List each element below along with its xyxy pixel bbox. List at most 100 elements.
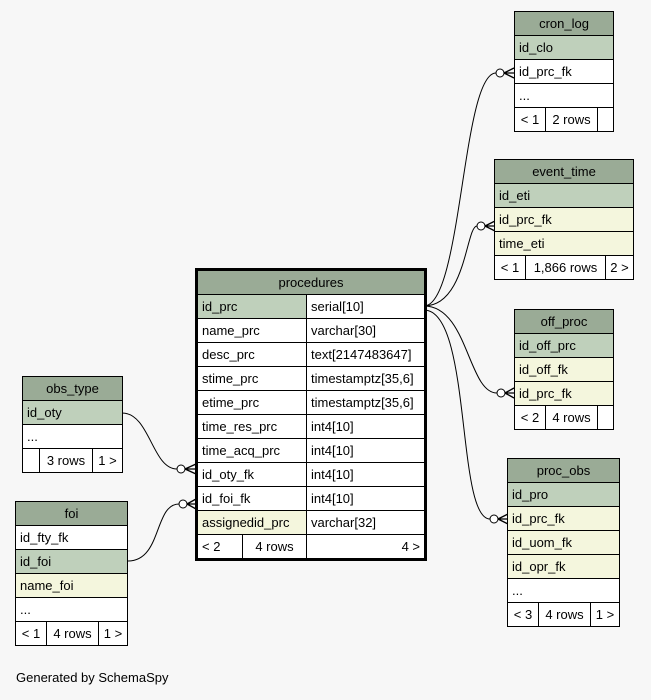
link-obs-type-procedures [121, 412, 178, 470]
column-row: id_pro [508, 483, 619, 507]
children-link[interactable] [597, 406, 613, 429]
link-procedures-off-proc [423, 305, 498, 394]
row-count: 1,866 rows [525, 256, 605, 279]
column-row: id_oty [23, 401, 122, 425]
row-count: 2 rows [545, 108, 597, 131]
column-row: ... [508, 579, 619, 603]
column-row: id_opr_fk [508, 555, 619, 579]
column-name: time_res_prc [202, 419, 278, 434]
column-name: desc_prc [202, 347, 255, 362]
children-link[interactable]: 4 > [306, 535, 424, 558]
crowfoot-off-proc [496, 388, 506, 398]
column-row: id_off_prc [515, 334, 613, 358]
column-row: ... [515, 84, 613, 108]
column-row: id_oty_fk int4[10] [198, 463, 424, 487]
parents-link[interactable]: < 1 [500, 260, 520, 275]
column-name: name_prc [202, 323, 260, 338]
link-procedures-proc-obs [423, 309, 491, 520]
column-row: ... [16, 598, 127, 622]
column-name: time_eti [499, 236, 545, 251]
column-name: ... [512, 583, 523, 598]
column-name: id_prc_fk [512, 511, 565, 526]
column-name: id_uom_fk [512, 535, 572, 550]
table-event-time[interactable]: event_time id_eti id_prc_fk time_eti < 1… [494, 159, 634, 280]
column-type: text[2147483647] [306, 343, 424, 366]
children-link[interactable]: 1 > [590, 603, 619, 626]
column-name: id_opr_fk [512, 559, 566, 574]
table-event-time-title: event_time [495, 160, 633, 184]
column-name: ... [519, 88, 530, 103]
table-obs-type-title: obs_type [23, 377, 122, 401]
column-row: id_off_fk [515, 358, 613, 382]
column-row: id_prc serial[10] [198, 295, 424, 319]
children-link[interactable] [597, 108, 613, 131]
column-row: id_fty_fk [16, 526, 127, 550]
children-link[interactable]: 1 > [92, 449, 122, 472]
parents-link[interactable] [23, 449, 39, 472]
parents-link[interactable]: < 1 [520, 112, 540, 127]
children-link[interactable]: 1 > [98, 622, 127, 645]
column-name: id_off_fk [519, 362, 568, 377]
crowfoot-proc-obs [489, 514, 499, 524]
column-name: id_prc_fk [519, 64, 572, 79]
column-row: time_eti [495, 232, 633, 256]
table-footer: < 1 1,866 rows 2 > [495, 256, 633, 279]
column-name: id_prc_fk [519, 386, 572, 401]
column-name: id_eti [499, 188, 531, 203]
column-name: id_oty_fk [202, 467, 255, 482]
column-type: varchar[30] [306, 319, 424, 342]
crowfoot-procedures-foi [178, 499, 188, 509]
children-link[interactable]: 2 > [605, 256, 633, 279]
table-footer: 3 rows 1 > [23, 449, 122, 472]
link-procedures-cron-log [423, 72, 497, 307]
column-row: id_prc_fk [515, 382, 613, 406]
table-foi-title: foi [16, 502, 127, 526]
table-footer: < 1 4 rows 1 > [16, 622, 127, 645]
table-footer: < 2 4 rows [515, 406, 613, 429]
column-type: serial[10] [306, 295, 424, 318]
table-footer: < 2 4 rows 4 > [198, 535, 424, 558]
table-foi[interactable]: foi id_fty_fk id_foi name_foi ... < 1 4 … [15, 501, 128, 646]
column-row: id_clo [515, 36, 613, 60]
column-row: name_prc varchar[30] [198, 319, 424, 343]
column-row: desc_prc text[2147483647] [198, 343, 424, 367]
column-name: id_pro [512, 487, 549, 502]
column-row: id_uom_fk [508, 531, 619, 555]
column-row: etime_prc timestamptz[35,6] [198, 391, 424, 415]
table-obs-type[interactable]: obs_type id_oty ... 3 rows 1 > [22, 376, 123, 473]
row-count: 4 rows [46, 622, 98, 645]
column-name: id_fty_fk [20, 530, 69, 545]
column-row: ... [23, 425, 122, 449]
column-row: id_foi_fk int4[10] [198, 487, 424, 511]
column-name: assignedid_prc [198, 511, 306, 534]
column-row: id_foi [16, 550, 127, 574]
link-procedures-event-time [423, 225, 478, 307]
table-proc-obs[interactable]: proc_obs id_pro id_prc_fk id_uom_fk id_o… [507, 458, 620, 627]
parents-link[interactable]: < 2 [202, 539, 221, 554]
table-procedures[interactable]: procedures id_prc serial[10] name_prc va… [195, 268, 427, 561]
parents-link[interactable]: < 3 [513, 607, 533, 622]
table-off-proc-title: off_proc [515, 310, 613, 334]
column-type: int4[10] [306, 439, 424, 462]
parents-link[interactable]: < 2 [520, 410, 540, 425]
column-type: varchar[32] [306, 511, 424, 534]
crowfoot-cron-log [495, 68, 505, 78]
parents-link[interactable]: < 1 [21, 626, 41, 641]
column-type: timestamptz[35,6] [306, 391, 424, 414]
column-type: int4[10] [306, 415, 424, 438]
table-proc-obs-title: proc_obs [508, 459, 619, 483]
table-footer: < 1 2 rows [515, 108, 613, 131]
row-count: 4 rows [242, 535, 306, 558]
generated-by-label: Generated by SchemaSpy [16, 670, 169, 685]
column-name: name_foi [20, 578, 74, 593]
column-type: timestamptz[35,6] [306, 367, 424, 390]
column-name: id_foi_fk [202, 491, 251, 506]
table-cron-log[interactable]: cron_log id_clo id_prc_fk ... < 1 2 rows [514, 11, 614, 132]
column-row: stime_prc timestamptz[35,6] [198, 367, 424, 391]
column-name: id_clo [519, 40, 553, 55]
column-row: id_prc_fk [515, 60, 613, 84]
column-name: stime_prc [202, 371, 259, 386]
table-off-proc[interactable]: off_proc id_off_prc id_off_fk id_prc_fk … [514, 309, 614, 430]
